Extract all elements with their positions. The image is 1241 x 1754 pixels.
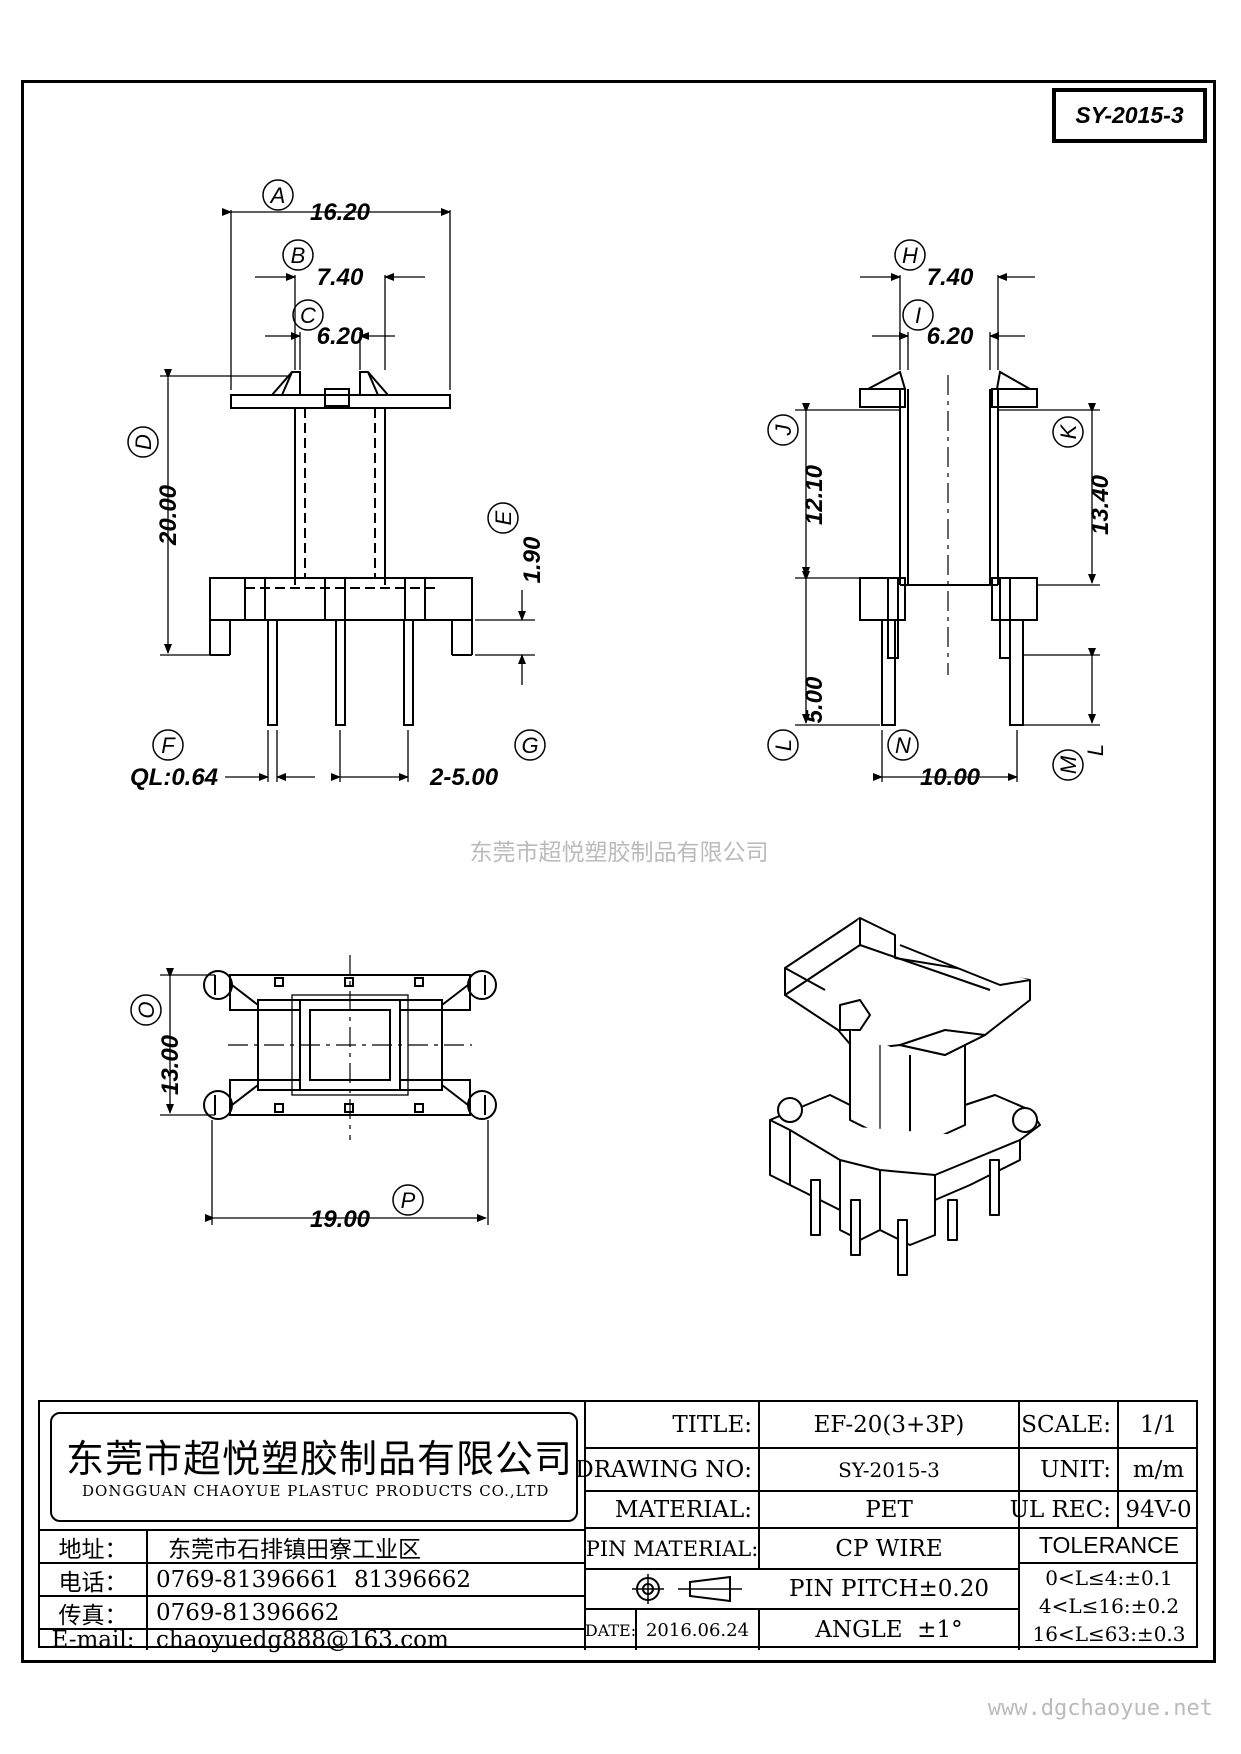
dim-value-g: 2-5.00 [429, 764, 499, 791]
ul-label: UL REC: [1009, 1496, 1111, 1523]
company-name-en: DONGGUAN CHAOYUE PLASTUC PRODUCTS CO.,LT… [82, 1482, 550, 1500]
projection-symbol-icon [632, 1574, 742, 1604]
dim-label-o: O [134, 1001, 159, 1018]
drawing-no-label: DRAWING NO: [575, 1456, 752, 1483]
dim-value-d: 20.00 [155, 484, 182, 546]
scale-label: SCALE: [1021, 1411, 1111, 1438]
dim-value-a: 16.20 [310, 199, 371, 226]
dim-value-k: 13.40 [1087, 474, 1114, 535]
dim-label-c: C [300, 303, 316, 328]
dim-label-e: E [491, 510, 516, 525]
dim-value-c: 6.20 [317, 323, 364, 350]
dim-value-f: QL:0.64 [130, 764, 218, 791]
website-link[interactable]: www.dgchaoyue.net [987, 1696, 1213, 1721]
dim-label-j: J [771, 424, 796, 437]
phone-value: 0769-81396661 81396662 [156, 1566, 472, 1593]
dim-value-h: 7.40 [927, 264, 974, 291]
date-label: DATE: [584, 1620, 637, 1640]
unit-label: UNIT: [1040, 1456, 1111, 1483]
email-label: E-mail: [51, 1627, 135, 1653]
tolerance-label: TOLERANCE [1038, 1532, 1180, 1558]
material-label: MATERIAL: [614, 1496, 752, 1523]
fax-label: 传真： [58, 1602, 128, 1629]
dim-label-g: G [521, 733, 538, 758]
dim-value-j: 12.10 [801, 464, 828, 525]
dim-label-k: K [1056, 423, 1081, 439]
drawing-no-value: SY-2015-3 [838, 1457, 940, 1482]
drawing-frame [21, 80, 1216, 1663]
tolerance-row-2: 4<L≤16:±0.2 [1038, 1594, 1180, 1618]
fax-value: 0769-81396662 [156, 1599, 340, 1626]
pin-material-label: PIN MATERIAL: [585, 1536, 759, 1561]
address-value: 东莞市石排镇田寮工业区 [168, 1536, 421, 1563]
dim-label-n: N [895, 733, 911, 758]
address-label: 地址： [58, 1536, 128, 1563]
dim-label-d: D [131, 434, 156, 450]
dim-value-i: 6.20 [927, 323, 974, 350]
watermark-text: 东莞市超悦塑胶制品有限公司 [469, 840, 769, 866]
dim-value-m: L [1083, 744, 1108, 756]
front-view-labels: A 16.20 B 7.40 C 6.20 D 20.00 E 1.90 F Q… [130, 183, 546, 791]
pin-pitch: PIN PITCH±0.20 [788, 1576, 990, 1602]
dim-value-e: 1.90 [519, 536, 546, 583]
dim-value-p: 19.00 [310, 1206, 371, 1233]
unit-value: m/m [1132, 1456, 1185, 1483]
pin-material-value: CP WIRE [835, 1535, 943, 1562]
drawing-number-box: SY-2015-3 [1052, 88, 1207, 143]
title-block: 东莞市超悦塑胶制品有限公司 DONGGUAN CHAOYUE PLASTUC P… [38, 1400, 1198, 1653]
dim-label-i: I [915, 303, 921, 328]
dim-label-m: M [1056, 755, 1081, 774]
dim-value-o: 13.00 [157, 1034, 184, 1095]
angle-tolerance: ANGLE ±1° [815, 1617, 963, 1643]
isometric-view [769, 917, 1041, 1276]
material-value: PET [865, 1496, 913, 1523]
side-view [767, 239, 1100, 782]
top-view [130, 955, 497, 1225]
dim-label-h: H [902, 243, 918, 268]
dim-value-l: 5.00 [801, 676, 828, 723]
dim-label-b: B [291, 243, 306, 268]
dim-label-l: L [771, 739, 796, 751]
phone-label: 电话： [58, 1569, 128, 1596]
tolerance-row-3: 16<L≤63:±0.3 [1032, 1622, 1186, 1646]
title-value: EF-20(3+3P) [813, 1411, 965, 1438]
top-view-labels: O 13.00 P 19.00 [134, 1001, 416, 1233]
dim-value-n: 10.00 [920, 764, 981, 791]
company-name-cn: 东莞市超悦塑胶制品有限公司 [66, 1437, 574, 1481]
tolerance-row-1: 0<L≤4:±0.1 [1045, 1566, 1173, 1590]
dim-value-b: 7.40 [317, 264, 364, 291]
title-label: TITLE: [672, 1411, 752, 1438]
front-view [127, 179, 546, 782]
dim-label-p: P [401, 1188, 416, 1213]
date-value: 2016.06.24 [645, 1619, 750, 1641]
email-value: chaoyuedg888@163.com [156, 1627, 449, 1653]
dim-label-f: F [161, 733, 176, 758]
dim-label-a: A [269, 183, 286, 208]
scale-value: 1/1 [1139, 1411, 1177, 1438]
ul-value: 94V-0 [1125, 1496, 1192, 1523]
company-box: 东莞市超悦塑胶制品有限公司 DONGGUAN CHAOYUE PLASTUC P… [50, 1412, 578, 1522]
side-view-labels: H 7.40 I 6.20 J 12.10 K 13.40 L 5.00 N 1… [771, 243, 1114, 791]
